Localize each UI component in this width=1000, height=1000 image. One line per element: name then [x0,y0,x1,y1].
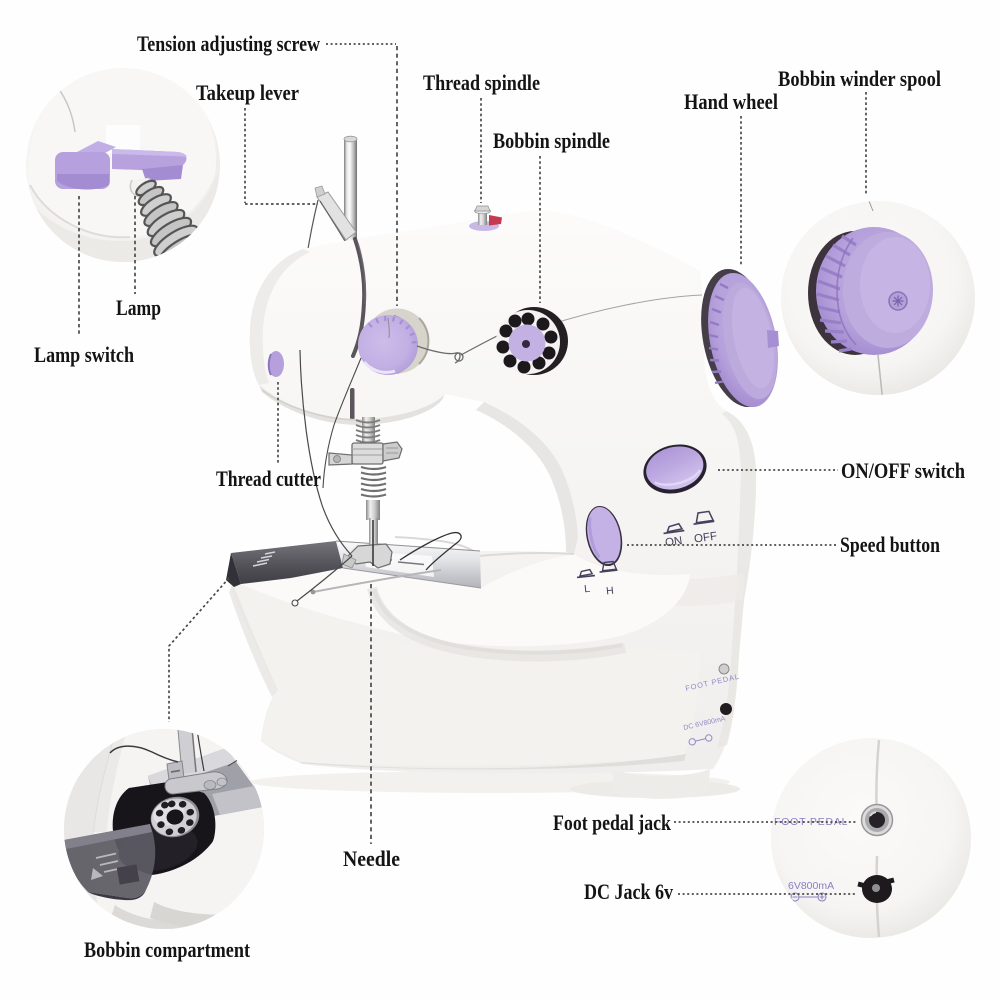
svg-text:Foot pedal jack: Foot pedal jack [553,810,672,835]
svg-text:Speed button: Speed button [840,532,940,557]
svg-text:ON: ON [664,535,683,549]
svg-text:Bobbin winder spool: Bobbin winder spool [778,66,941,91]
svg-text:FOOT PEDAL: FOOT PEDAL [774,816,848,828]
svg-text:Takeup lever: Takeup lever [196,80,299,105]
svg-text:L: L [583,583,590,596]
svg-text:Thread cutter: Thread cutter [216,466,321,491]
svg-text:Hand wheel: Hand wheel [684,89,778,114]
svg-text:Lamp: Lamp [116,295,161,320]
svg-text:Bobbin spindle: Bobbin spindle [493,128,610,153]
svg-text:Tension adjusting screw: Tension adjusting screw [137,31,320,56]
svg-text:OFF: OFF [693,531,717,546]
svg-text:6V800mA: 6V800mA [788,880,834,892]
svg-text:H: H [606,585,615,598]
svg-text:ON/OFF switch: ON/OFF switch [841,458,965,483]
svg-text:Bobbin compartment: Bobbin compartment [84,937,251,962]
svg-text:Needle: Needle [343,846,400,871]
svg-text:Thread spindle: Thread spindle [423,70,540,95]
svg-text:DC Jack 6v: DC Jack 6v [584,879,673,904]
svg-text:Lamp switch: Lamp switch [34,342,134,367]
